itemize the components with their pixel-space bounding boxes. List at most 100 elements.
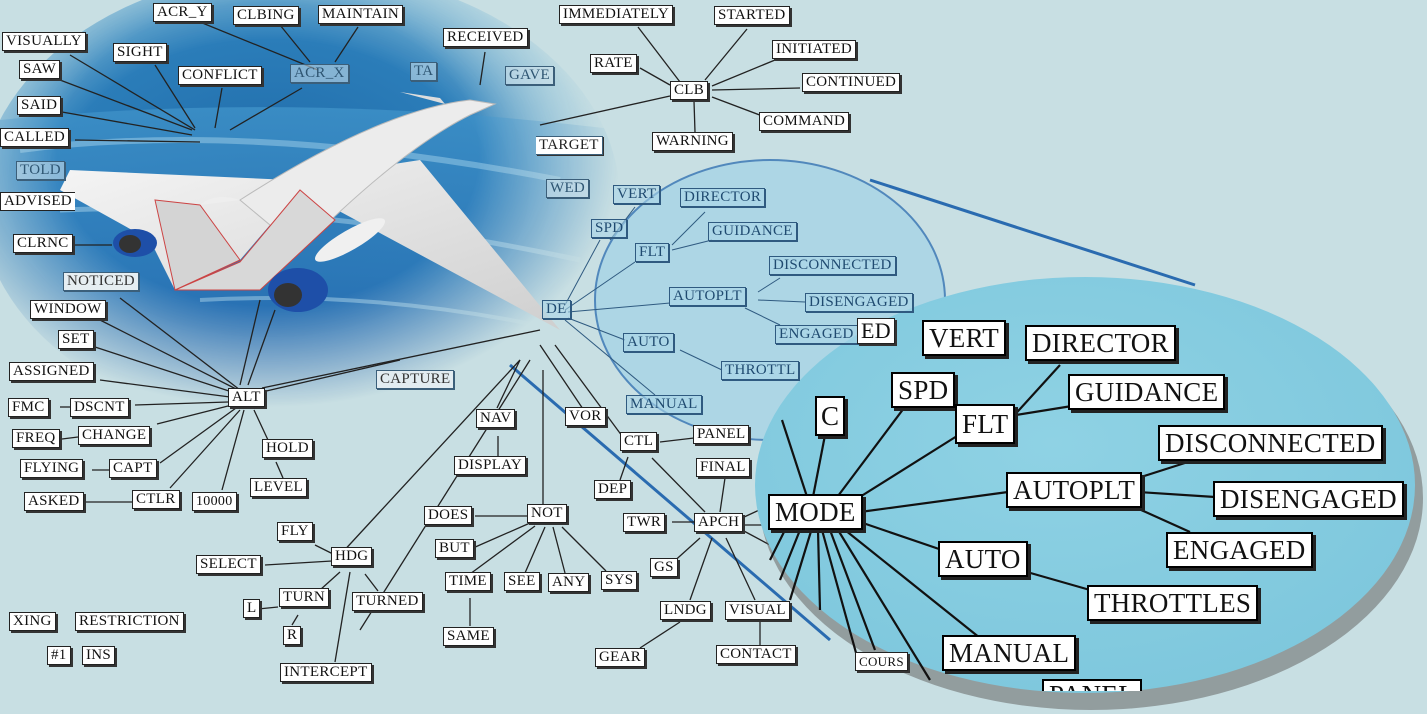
node-course: COURS: [855, 652, 908, 671]
node-panel-clipped: PANEL: [1042, 679, 1143, 691]
node-dscnt: DSCNT: [70, 398, 129, 417]
node-spd: SPD: [891, 372, 956, 408]
node-director-small: DIRECTOR: [680, 188, 766, 207]
node-nav: NAV: [476, 409, 516, 428]
node-engaged-small: ENGAGED: [775, 325, 858, 344]
node-level: LEVEL: [250, 478, 307, 497]
node-xing: XING: [9, 612, 56, 631]
node-saw: SAW: [19, 60, 61, 79]
node-started: STARTED: [714, 6, 790, 25]
node-target: TARGET: [536, 136, 603, 155]
node-lndg: LNDG: [660, 601, 711, 620]
node-gs: GS: [650, 558, 678, 577]
node-capture: CAPTURE: [376, 370, 455, 389]
node-flt: FLT: [955, 404, 1016, 444]
node-sys: SYS: [601, 571, 638, 590]
node-manual-small: MANUAL: [626, 395, 702, 414]
node-guidance-small: GUIDANCE: [708, 222, 797, 241]
node-vert-small: VERT: [613, 185, 661, 204]
node-10000: 10000: [192, 492, 237, 511]
node-window: WINDOW: [30, 300, 106, 319]
node-assigned: ASSIGNED: [9, 362, 94, 381]
node-select: SELECT: [196, 555, 261, 574]
node-time: TIME: [445, 572, 491, 591]
node-clrnc: CLRNC: [13, 234, 73, 253]
node-alt: ALT: [228, 388, 265, 407]
node-said: SAID: [17, 96, 62, 115]
node-dep: DEP: [594, 480, 632, 499]
node-throttles: THROTTLES: [1087, 585, 1259, 621]
node-intercept: INTERCEPT: [280, 663, 372, 682]
airplane-icon: [60, 92, 560, 330]
node-auto: AUTO: [938, 541, 1028, 577]
node-visual: VISUAL: [725, 601, 790, 620]
node-restriction: RESTRICTION: [75, 612, 184, 631]
node-mode: MODE: [768, 494, 863, 530]
node-does: DOES: [424, 506, 473, 525]
node-called: CALLED: [0, 128, 69, 147]
node-visually: VISUALLY: [2, 32, 86, 51]
node-autoplt-small: AUTOPLT: [669, 287, 746, 306]
node-1: #1: [47, 646, 71, 665]
node-contact: CONTACT: [716, 645, 796, 664]
node-capt: CAPT: [109, 459, 157, 478]
node-r: R: [283, 626, 302, 645]
node-turned: TURNED: [352, 592, 423, 611]
node-change: CHANGE: [78, 426, 151, 445]
node-set: SET: [58, 330, 94, 349]
node-engaged: ENGAGED: [1166, 532, 1313, 568]
node-guidance: GUIDANCE: [1068, 374, 1226, 410]
node-hdg: HDG: [331, 547, 373, 566]
node-any: ANY: [548, 573, 590, 592]
node-disengaged-small: DISENGAGED: [805, 293, 913, 312]
node-ins: INS: [82, 646, 116, 665]
node-twr: TWR: [623, 513, 666, 532]
node-final: FINAL: [696, 458, 750, 477]
node-auto-small: AUTO: [623, 333, 674, 352]
node-throttles-small: THROTTL: [721, 361, 800, 380]
node-wed: WED: [546, 179, 590, 198]
node-vert: VERT: [922, 320, 1007, 356]
node-fly: FLY: [277, 522, 313, 541]
node-autoplt: AUTOPLT: [1006, 472, 1143, 508]
node-maintain: MAINTAIN: [318, 5, 404, 24]
node-command: COMMAND: [759, 112, 850, 131]
node-asked: ASKED: [24, 492, 84, 511]
node-spd-small: SPD: [591, 219, 628, 238]
node-vor: VOR: [565, 407, 606, 426]
node-apch: APCH: [694, 513, 744, 532]
node-mode-small: DE: [542, 300, 571, 319]
node-panel: PANEL: [693, 425, 750, 444]
node-noticed: NOTICED: [63, 272, 139, 291]
node-ed-fragment: ED: [857, 318, 895, 344]
node-hold: HOLD: [262, 439, 313, 458]
node-clb: CLB: [670, 81, 709, 100]
node-initiated: INITIATED: [772, 40, 857, 59]
node-disconnected-small: DISCONNECTED: [769, 256, 896, 275]
node-manual: MANUAL: [942, 635, 1077, 671]
node-told: TOLD: [16, 161, 65, 180]
node-ctlr: CTLR: [132, 490, 180, 509]
node-received: RECEIVED: [443, 28, 528, 47]
node-continued: CONTINUED: [802, 73, 901, 92]
node-advised: ADVISED: [0, 192, 75, 211]
node-fmc: FMC: [8, 398, 49, 417]
node-flying: FLYING: [20, 459, 84, 478]
node-l: L: [243, 599, 261, 618]
node-disengaged: DISENGAGED: [1213, 481, 1404, 517]
node-but: BUT: [435, 539, 474, 558]
node-freq: FREQ: [12, 429, 60, 448]
node-acr-y: ACR_Y: [153, 3, 212, 22]
node-ctl: CTL: [620, 432, 658, 451]
node-not: NOT: [527, 504, 567, 523]
node-disconnected: DISCONNECTED: [1158, 425, 1383, 461]
node-director: DIRECTOR: [1025, 325, 1176, 361]
node-ta: TA: [410, 62, 438, 81]
node-acr-x: ACR_X: [290, 64, 349, 83]
node-conflict: CONFLICT: [178, 66, 262, 85]
node-same: SAME: [443, 627, 494, 646]
node-c: C: [815, 396, 846, 436]
node-gave: GAVE: [505, 66, 554, 85]
node-clbing: CLBING: [233, 6, 299, 25]
